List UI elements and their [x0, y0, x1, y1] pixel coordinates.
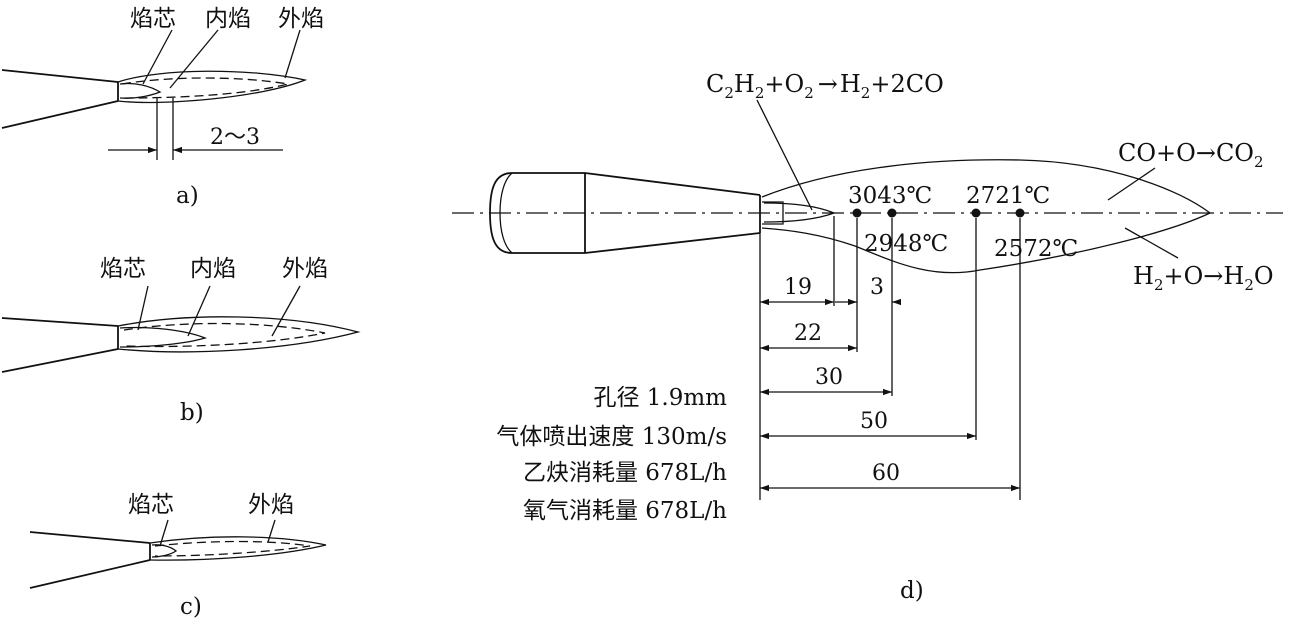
spec-gas-velocity: 气体喷出速度 130m/s [496, 424, 727, 450]
leader-outer-c [267, 519, 276, 543]
reaction-acetylene-oxygen: C2H2+O2→H2+2CO [706, 70, 944, 102]
dim-label-22: 22 [794, 321, 822, 346]
reaction-h2-oxidation: H2+O→H2O [1133, 262, 1274, 294]
flame-core-d [763, 202, 836, 223]
temp-label-2721: 2721℃ [966, 183, 1050, 209]
panel-b: 焰芯 内焰 外焰 b) [1, 256, 361, 426]
caption-b: b) [180, 400, 204, 426]
spec-oxygen-consumption: 氧气消耗量 678L/h [523, 498, 727, 524]
label-outer-flame-a: 外焰 [278, 6, 324, 32]
reaction-co-oxidation: CO+O→CO2 [1118, 139, 1264, 171]
leader-inner-b [187, 285, 211, 337]
leader-core-c [159, 519, 169, 547]
temp-point-30 [887, 208, 897, 218]
spec-acetylene-consumption: 乙炔消耗量 678L/h [523, 460, 727, 486]
label-flame-core-c: 焰芯 [128, 492, 174, 518]
temp-label-3043: 3043℃ [848, 183, 932, 209]
dim-label-19: 19 [784, 275, 812, 300]
temp-point-22 [852, 208, 862, 218]
torch-nozzle-c [29, 531, 151, 589]
leader-reaction-top [756, 99, 813, 211]
temp-point-60 [1015, 208, 1025, 218]
outer-flame-d [761, 159, 1212, 274]
flame-core-c [151, 544, 178, 558]
inner-flame-c [154, 540, 311, 557]
leader-core-b [137, 285, 149, 331]
dim-label-50: 50 [860, 409, 888, 434]
leader-reaction-right-top [1107, 167, 1156, 201]
label-flame-core-a: 焰芯 [130, 6, 176, 32]
label-outer-flame-b: 外焰 [282, 256, 328, 282]
label-inner-flame-b: 内焰 [190, 256, 236, 282]
panel-c: 焰芯 外焰 c) [29, 492, 327, 620]
outer-flame-a [117, 70, 308, 104]
caption-d: d) [900, 578, 924, 604]
torch-nozzle-b [1, 317, 119, 373]
temp-label-2572: 2572℃ [994, 236, 1078, 262]
leader-outer-a [284, 29, 301, 79]
leader-outer-b [271, 285, 301, 337]
label-outer-flame-c: 外焰 [248, 492, 294, 518]
caption-a: a) [176, 183, 199, 209]
outer-flame-b [117, 316, 361, 353]
torch-nozzle-a [1, 69, 119, 129]
inner-flame-b [123, 322, 326, 348]
flame-core-b [119, 326, 207, 348]
leader-inner-a [169, 29, 219, 89]
torch-body-d [489, 172, 784, 254]
spec-orifice-diameter: 孔径 1.9mm [593, 385, 727, 411]
temp-point-50 [971, 208, 981, 218]
leader-reaction-right-bottom [1124, 227, 1179, 259]
dimension-a: 2～3 [210, 125, 260, 150]
leader-core-a [142, 29, 173, 85]
dim-label-30: 30 [815, 365, 843, 390]
caption-c: c) [180, 594, 202, 620]
dim-label-60: 60 [872, 461, 900, 486]
dim-label-3: 3 [870, 275, 884, 300]
outer-flame-c [149, 536, 327, 561]
flame-core-a [119, 82, 162, 99]
panel-d: C2H2+O2→H2+2CO CO+O→CO2 H2+O→H2O 3043℃ 2… [452, 70, 1283, 604]
temp-label-2948: 2948℃ [864, 231, 948, 257]
label-flame-core-b: 焰芯 [100, 256, 146, 282]
extension-lines-d [759, 216, 1021, 500]
panel-a: 焰芯 内焰 外焰 2～3 a) [1, 6, 324, 209]
inner-flame-a [121, 77, 289, 99]
label-inner-flame-a: 内焰 [205, 6, 251, 32]
